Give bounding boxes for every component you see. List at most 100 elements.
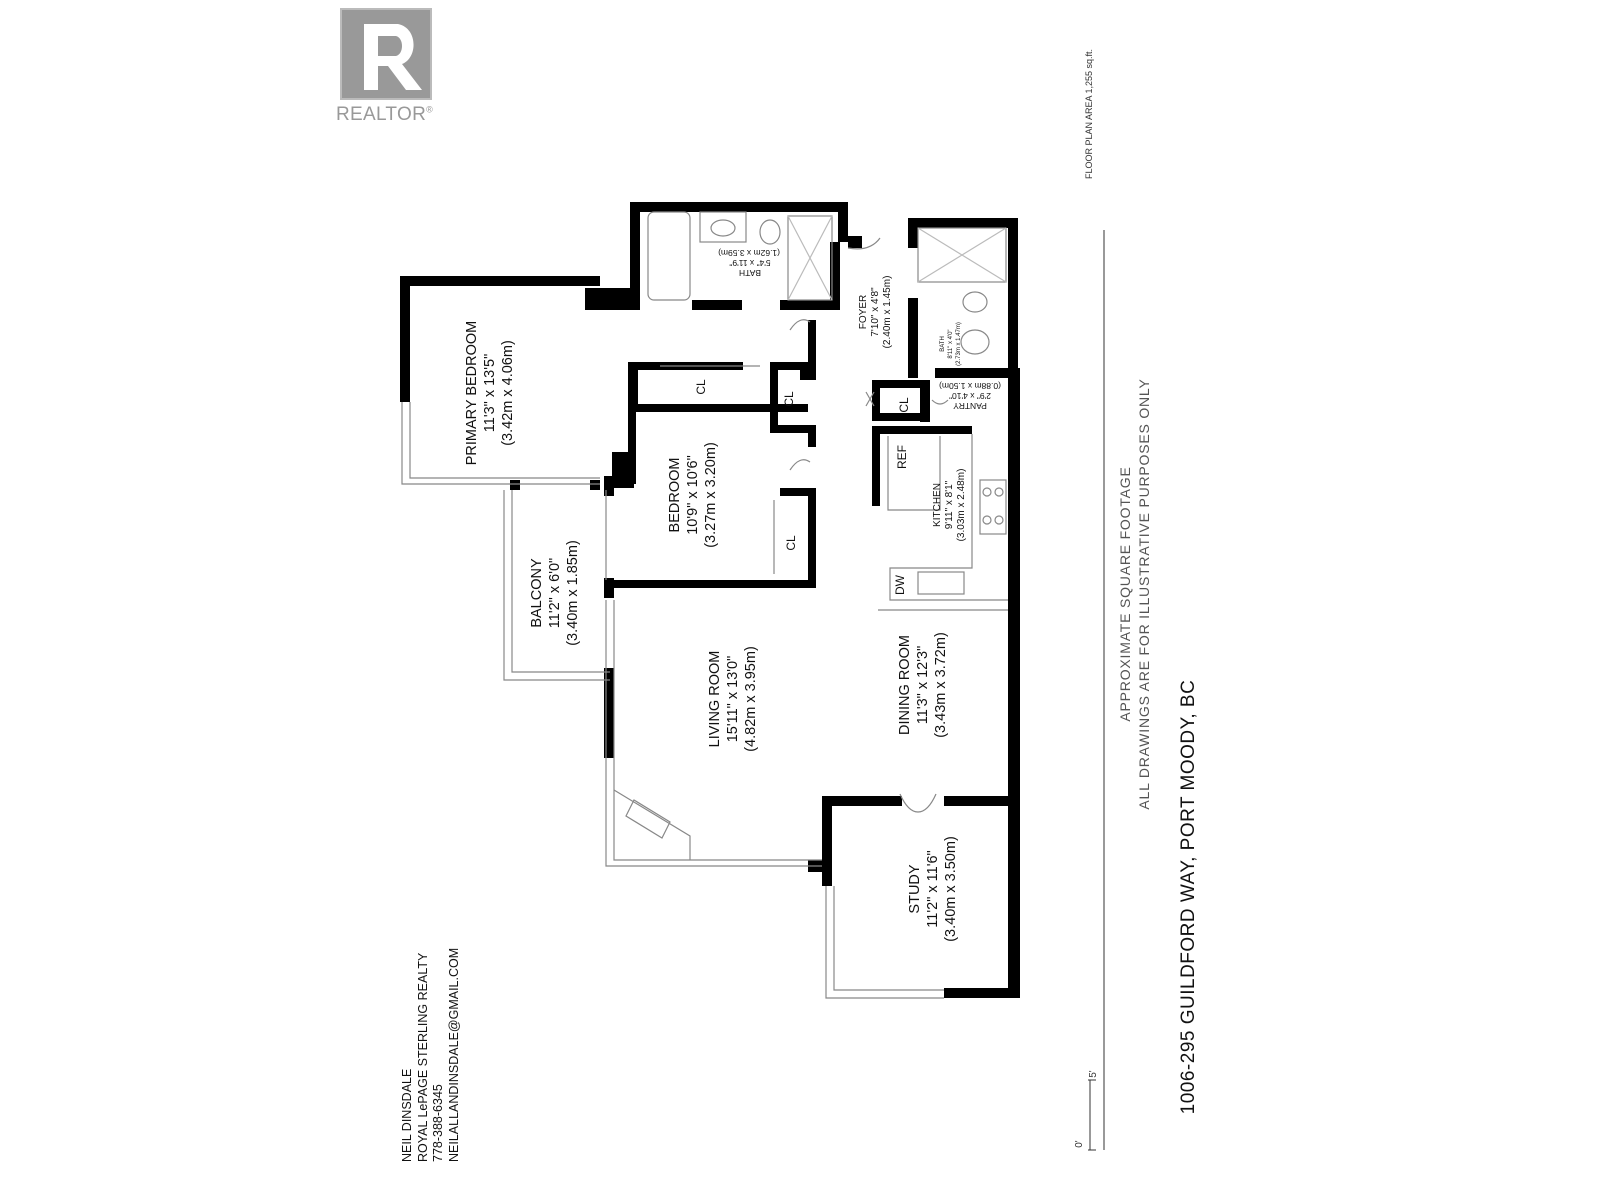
door-swing bbox=[789, 319, 811, 331]
room-label-bath-main: BATH 5'4" x 11'9" (1.62m x 3.59m) bbox=[718, 248, 780, 278]
room-name: BALCONY bbox=[529, 558, 545, 628]
wall bbox=[628, 362, 638, 412]
wall bbox=[692, 300, 742, 310]
room-imperial: 2'9" x 4'10" bbox=[949, 391, 991, 401]
room-label-balcony: BALCONY 11'2" x 6'0" (3.40m x 1.85m) bbox=[528, 518, 582, 668]
room-metric: (3.43m x 3.72m) bbox=[933, 632, 949, 738]
wall bbox=[400, 276, 410, 402]
wall bbox=[848, 236, 862, 248]
room-name: STUDY bbox=[907, 864, 923, 914]
door-swing bbox=[899, 793, 937, 813]
door-swing bbox=[931, 399, 949, 405]
walls bbox=[400, 202, 1020, 998]
dishwasher-label: DW bbox=[893, 575, 907, 595]
room-label-pantry: PANTRY 2'9" x 4'10" (0.88m x 1.50m) bbox=[934, 381, 1006, 411]
room-imperial: 11'3" x 12'3" bbox=[915, 645, 931, 725]
agent-company: ROYAL LePAGE STERLING REALTY bbox=[415, 952, 430, 1162]
realtor-wordmark: REALTOR bbox=[336, 104, 427, 125]
wall bbox=[908, 298, 918, 378]
wall bbox=[872, 426, 880, 506]
room-imperial: 15'11" x 13'0" bbox=[725, 655, 741, 743]
room-imperial: 5'4" x 11'9" bbox=[729, 258, 771, 268]
room-imperial: 7'10" x 4'8" bbox=[870, 287, 881, 337]
door-swing bbox=[865, 391, 875, 407]
wall bbox=[400, 276, 600, 286]
burner bbox=[994, 487, 1004, 497]
room-name: BATH bbox=[738, 268, 762, 278]
room-imperial: 10'9" x 10'6" bbox=[685, 455, 701, 535]
wall bbox=[822, 796, 902, 806]
wall bbox=[770, 362, 778, 432]
wall bbox=[770, 425, 816, 433]
room-metric: (2.40m x 1.45m) bbox=[882, 275, 893, 349]
agent-info: NEIL DINSDALE ROYAL LePAGE STERLING REAL… bbox=[400, 902, 464, 1162]
disclaimer-line-2: ALL DRAWINGS ARE FOR ILLUSTRATIVE PURPOS… bbox=[1136, 378, 1152, 810]
shower bbox=[917, 227, 1007, 283]
burner bbox=[982, 515, 992, 525]
burner bbox=[994, 515, 1004, 525]
window bbox=[401, 402, 600, 485]
room-label-bath-ensuite: BATH 8'11" x 4'0" (2.73m x 1.47m) bbox=[939, 319, 967, 369]
room-metric: (3.42m x 4.06m) bbox=[500, 340, 516, 446]
window bbox=[825, 886, 944, 999]
room-metric: (0.88m x 1.50m) bbox=[939, 381, 1001, 391]
refrigerator-label: REF bbox=[895, 445, 909, 469]
agent-email: NEILALLANDINSDALE@GMAIL.COM bbox=[446, 947, 461, 1162]
wall bbox=[780, 488, 816, 496]
sink bbox=[960, 329, 990, 355]
door-swing bbox=[789, 459, 811, 471]
wall bbox=[935, 368, 1018, 378]
shower-x bbox=[787, 215, 833, 301]
door-swing bbox=[847, 237, 881, 250]
wall bbox=[630, 202, 848, 212]
wall bbox=[920, 380, 930, 422]
room-metric: (4.82m x 3.95m) bbox=[743, 646, 759, 752]
sink bbox=[917, 571, 965, 595]
wall bbox=[808, 425, 816, 447]
realtor-logo-mark bbox=[340, 8, 432, 100]
wall bbox=[628, 404, 808, 412]
agent-name: NEIL DINSDALE bbox=[400, 1068, 414, 1162]
wall bbox=[872, 426, 972, 434]
room-label-primary-bedroom: PRIMARY BEDROOM 11'3" x 13'5" (3.42m x 4… bbox=[463, 303, 517, 483]
room-metric: (2.73m x 1.47m) bbox=[956, 322, 962, 366]
wall bbox=[872, 413, 930, 421]
thin-lines bbox=[401, 211, 1008, 999]
wall bbox=[944, 988, 1020, 998]
room-imperial: 9'11" x 8'1" bbox=[944, 480, 955, 530]
scale-end-label: 5' bbox=[1088, 1070, 1099, 1078]
room-metric: (3.03m x 2.48m) bbox=[956, 468, 967, 542]
vanity bbox=[699, 211, 747, 243]
wall bbox=[604, 580, 816, 588]
stove bbox=[979, 479, 1007, 535]
toilet bbox=[962, 291, 988, 313]
scale-start-label: 0' bbox=[1074, 1140, 1085, 1148]
burner bbox=[982, 487, 992, 497]
wall bbox=[908, 218, 1018, 228]
counter bbox=[889, 434, 1008, 601]
shower-x bbox=[917, 227, 1007, 283]
room-name: FOYER bbox=[858, 294, 869, 330]
wall bbox=[510, 480, 520, 490]
wall bbox=[590, 480, 600, 490]
wall bbox=[872, 380, 880, 420]
wall bbox=[808, 320, 816, 368]
room-imperial: 8'11" x 4'0" bbox=[948, 329, 954, 359]
wall bbox=[838, 202, 848, 242]
room-name: LIVING ROOM bbox=[707, 650, 723, 748]
bathtub bbox=[647, 211, 691, 301]
wall bbox=[822, 796, 832, 886]
window bbox=[409, 402, 600, 479]
room-name: KITCHEN bbox=[932, 483, 943, 527]
closet-label: CL bbox=[784, 535, 798, 551]
scale-bar bbox=[1088, 1079, 1096, 1151]
room-name: BATH bbox=[940, 336, 946, 352]
wall bbox=[630, 202, 640, 310]
wall bbox=[612, 452, 634, 488]
disclaimer: APPROXIMATE SQUARE FOOTAGE ALL DRAWINGS … bbox=[1116, 354, 1156, 834]
room-imperial: 11'3" x 13'5" bbox=[482, 353, 498, 433]
room-metric: (3.40m x 1.85m) bbox=[565, 540, 581, 646]
counter bbox=[887, 436, 941, 511]
wall bbox=[770, 362, 816, 370]
